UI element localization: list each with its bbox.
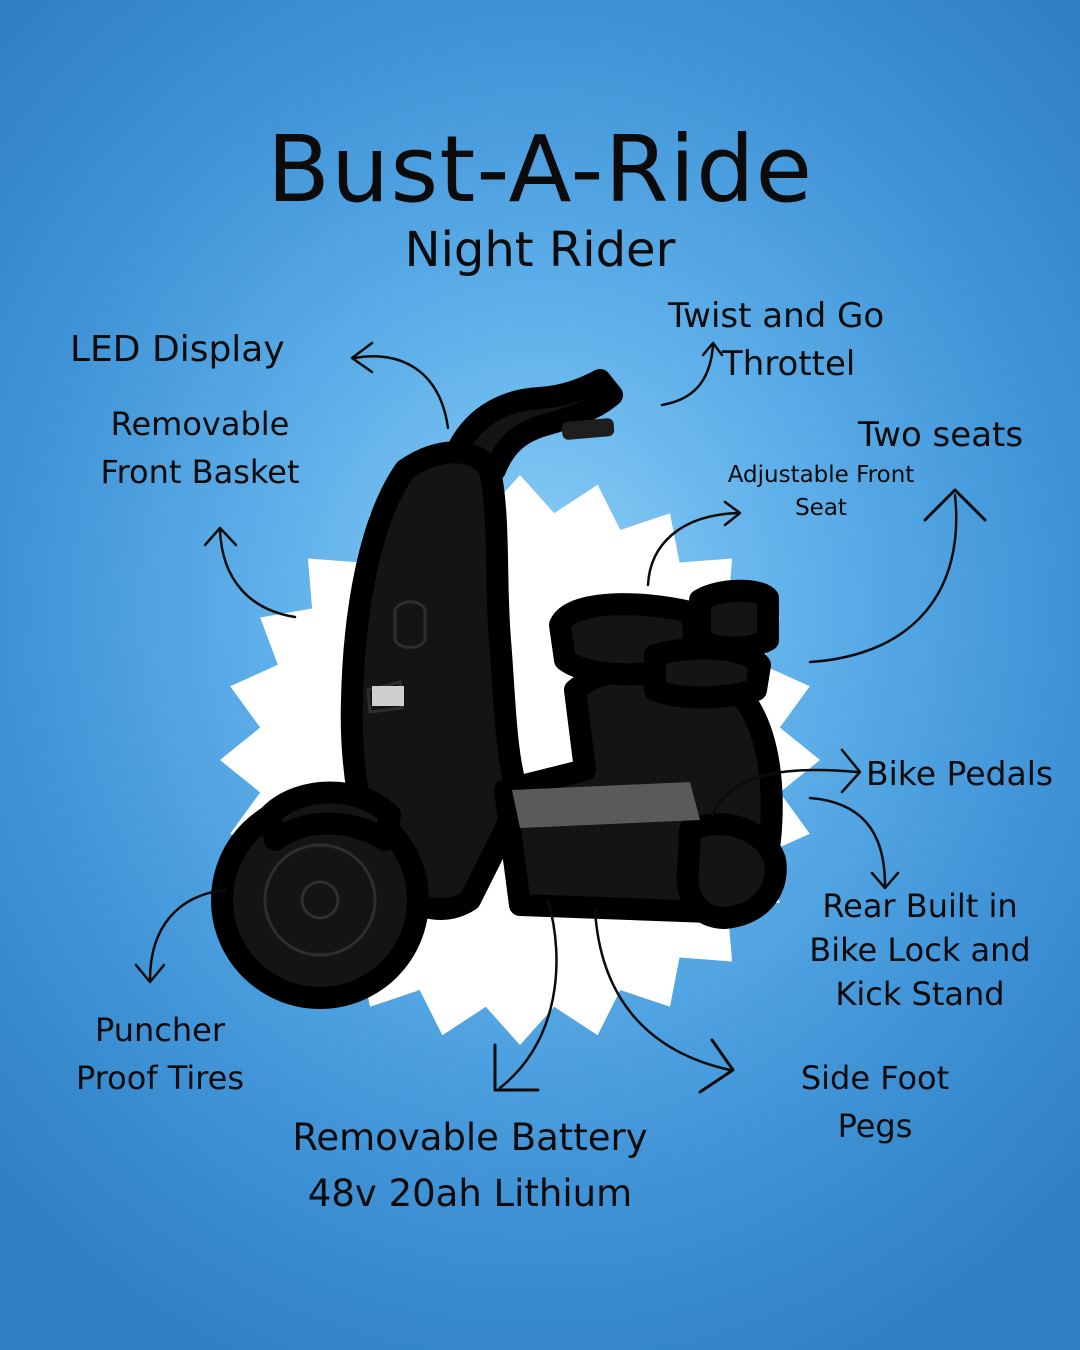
curved-arrow-icon bbox=[350, 341, 374, 374]
curved-arrow-icon bbox=[870, 871, 900, 890]
curved-arrow-icon bbox=[923, 488, 987, 522]
curved-arrow-icon bbox=[698, 1038, 735, 1094]
label-led-display: LED Display bbox=[70, 329, 285, 370]
curved-arrow-icon bbox=[808, 493, 958, 664]
curved-arrow-icon bbox=[148, 888, 227, 982]
page-subtitle: Night Rider bbox=[404, 222, 676, 278]
label-front-basket: Removable Front Basket bbox=[100, 405, 300, 491]
curved-arrow-icon bbox=[646, 511, 740, 587]
curved-arrow-icon bbox=[808, 796, 887, 887]
label-bike-lock: Rear Built in Bike Lock and Kick Stand bbox=[809, 887, 1031, 1013]
curved-arrow-icon bbox=[498, 898, 558, 1090]
curved-arrow-icon bbox=[353, 355, 450, 430]
label-battery: Removable Battery 48v 20ah Lithium bbox=[292, 1116, 648, 1215]
page-title: Bust-A-Ride bbox=[266, 116, 814, 223]
label-two-seats: Two seats bbox=[858, 415, 1024, 455]
label-tires: Puncher Proof Tires bbox=[75, 1011, 245, 1097]
curved-arrow-icon bbox=[493, 1043, 540, 1092]
curved-arrow-icon bbox=[701, 341, 724, 357]
label-adjustable-front-seat: Adjustable Front Seat bbox=[727, 462, 915, 521]
curved-arrow-icon bbox=[660, 343, 715, 407]
curved-arrow-icon bbox=[134, 963, 166, 984]
curved-arrow-icon bbox=[840, 748, 862, 794]
curved-arrow-icon bbox=[218, 528, 297, 619]
label-bike-pedals: Bike Pedals bbox=[866, 754, 1054, 793]
curved-arrow-icon bbox=[593, 908, 732, 1072]
label-foot-pegs: Side Foot Pegs bbox=[800, 1059, 950, 1145]
label-throttle: Twist and Go Throttel bbox=[668, 296, 885, 384]
curved-arrow-icon bbox=[710, 768, 859, 817]
curved-arrow-icon bbox=[723, 500, 742, 527]
curved-arrow-icon bbox=[203, 526, 238, 547]
